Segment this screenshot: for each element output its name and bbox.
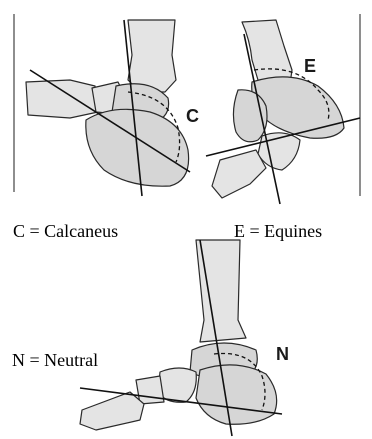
caption-calcaneus: C = Calcaneus bbox=[13, 221, 118, 242]
caption-equines: E = Equines bbox=[234, 221, 322, 242]
panel-c-tibia bbox=[128, 20, 176, 92]
panel-n-tibia bbox=[196, 240, 246, 342]
panel-e-letter: E bbox=[304, 56, 316, 76]
caption-neutral: N = Neutral bbox=[12, 350, 98, 371]
panel-n-calcaneus-bone bbox=[196, 365, 277, 424]
panel-e-forefoot bbox=[212, 150, 266, 198]
panel-c-forefoot bbox=[26, 80, 98, 118]
panel-calcaneus: C bbox=[14, 14, 199, 196]
panel-neutral: N bbox=[80, 240, 289, 436]
panel-e-tibia bbox=[242, 20, 292, 84]
panel-n-cuneiform bbox=[136, 376, 164, 404]
panel-n-forefoot bbox=[80, 392, 144, 430]
panel-equines: E bbox=[206, 14, 360, 204]
panel-c-letter: C bbox=[186, 106, 199, 126]
panel-n-letter: N bbox=[276, 344, 289, 364]
